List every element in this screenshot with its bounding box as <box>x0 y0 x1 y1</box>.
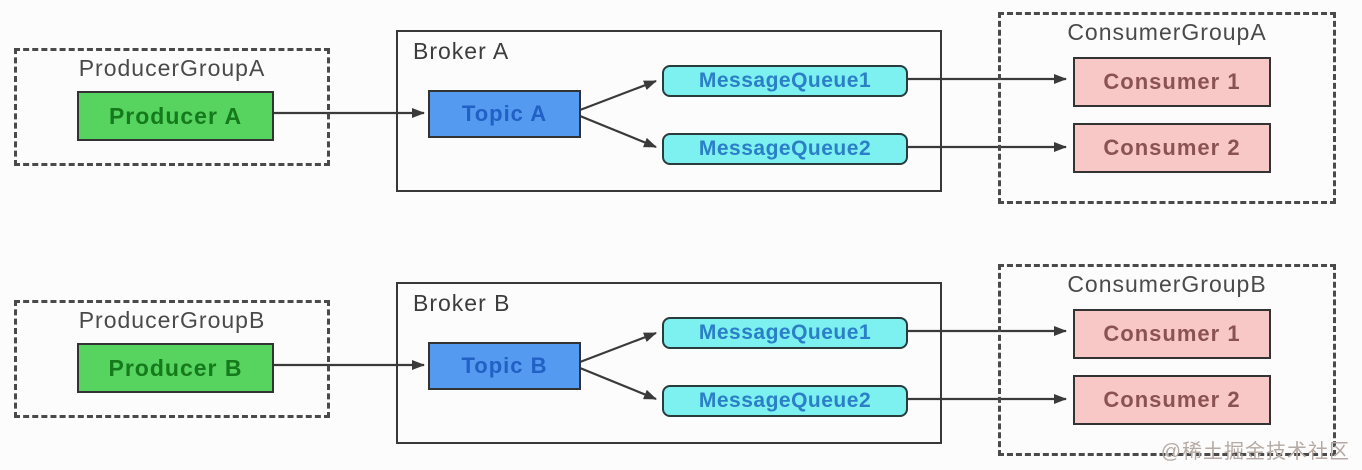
topic-b-box: Topic B <box>428 342 581 390</box>
row-a: ProducerGroupA Producer A Broker A Topic… <box>0 0 1362 218</box>
message-queue-1-a-box: MessageQueue1 <box>662 65 908 97</box>
consumer-1-a-box: Consumer 1 <box>1073 57 1271 107</box>
producer-b-box: Producer B <box>77 343 274 393</box>
consumer-group-a-label: ConsumerGroupA <box>1067 19 1267 45</box>
broker-a-box: Broker A Topic A MessageQueue1 MessageQu… <box>396 30 942 192</box>
message-queue-2-b-box: MessageQueue2 <box>662 385 908 417</box>
message-queue-2-a-box: MessageQueue2 <box>662 133 908 165</box>
message-queue-1-b-box: MessageQueue1 <box>662 317 908 349</box>
consumer-1-b-box: Consumer 1 <box>1073 309 1271 359</box>
producer-a-box: Producer A <box>77 91 274 141</box>
consumer-group-a: ConsumerGroupA Consumer 1 Consumer 2 <box>998 12 1336 204</box>
broker-b-label: Broker B <box>413 290 511 316</box>
watermark: @稀土掘金技术社区 <box>1160 441 1350 463</box>
consumer-group-b-label: ConsumerGroupB <box>1067 271 1267 297</box>
consumer-2-b-box: Consumer 2 <box>1073 375 1271 425</box>
broker-b-box: Broker B Topic B MessageQueue1 MessageQu… <box>396 282 942 444</box>
producer-group-b-label: ProducerGroupB <box>78 307 266 333</box>
producer-group-b: ProducerGroupB Producer B <box>14 300 330 418</box>
broker-a-label: Broker A <box>413 38 510 64</box>
producer-group-a-label: ProducerGroupA <box>78 55 266 81</box>
topic-a-box: Topic A <box>428 90 581 138</box>
producer-group-a: ProducerGroupA Producer A <box>14 48 330 166</box>
consumer-2-a-box: Consumer 2 <box>1073 123 1271 173</box>
consumer-group-b: ConsumerGroupB Consumer 1 Consumer 2 <box>998 264 1336 456</box>
row-b: ProducerGroupB Producer B Broker B Topic… <box>0 252 1362 470</box>
